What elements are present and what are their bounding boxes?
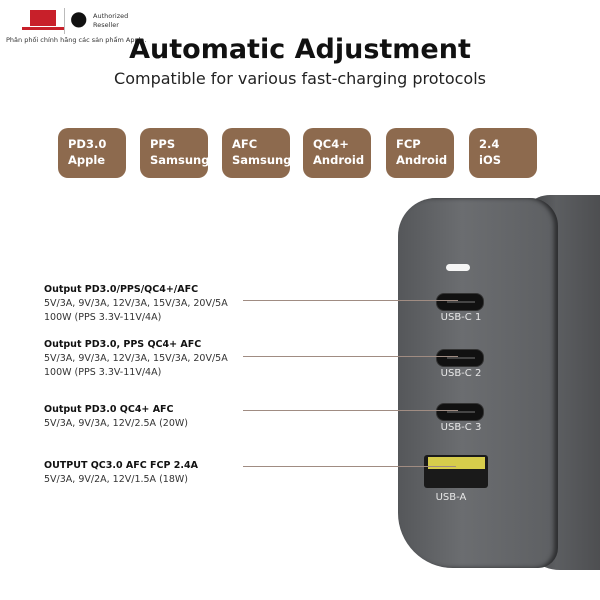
spec-title: Output PD3.0 QC4+ AFC [44, 404, 174, 415]
spec-usbc1: Output PD3.0/PPS/QC4+/AFC 5V/3A, 9V/3A, 1… [44, 283, 228, 325]
badge-fcp: FCP Android [386, 128, 454, 178]
usba-port-insert [428, 457, 485, 469]
spec-line: 5V/3A, 9V/3A, 12V/3A, 15V/3A, 20V/5A [44, 353, 228, 364]
usbc2-label: USB-C 2 [440, 368, 482, 379]
badge-line2: Android [396, 153, 448, 167]
authorized-text: Authorized [93, 12, 129, 20]
spec-usbc3: Output PD3.0 QC4+ AFC 5V/3A, 9V/3A, 12V/2… [44, 403, 188, 431]
badge-line1: PD3.0 [68, 137, 107, 151]
callout-line-usbc3 [243, 410, 458, 411]
charger-face [398, 198, 558, 568]
usba-label: USB-A [435, 492, 467, 503]
badge-line2: Samsung [150, 153, 210, 167]
tagline: Phân phối chính hãng các sản phẩm Apple. [6, 36, 147, 44]
usbc3-label: USB-C 3 [440, 422, 482, 433]
reseller-text: Reseller [93, 21, 119, 29]
spec-line: 5V/3A, 9V/3A, 12V/2.5A (20W) [44, 418, 188, 429]
callout-line-usbc1 [243, 300, 458, 301]
page-title: Automatic Adjustment [129, 34, 471, 65]
page-subtitle: Compatible for various fast-charging pro… [114, 69, 486, 88]
usbc2-port [436, 349, 484, 367]
usbc1-port [436, 293, 484, 311]
spec-title: OUTPUT QC3.0 AFC FCP 2.4A [44, 460, 198, 471]
badge-line2: Samsung [232, 153, 292, 167]
spec-line: 5V/3A, 9V/3A, 12V/3A, 15V/3A, 20V/5A [44, 298, 228, 309]
badge-line1: 2.4 [479, 137, 500, 151]
spec-title: Output PD3.0/PPS/QC4+/AFC [44, 284, 199, 295]
usbc3-port [436, 403, 484, 421]
badge-qc4: QC4+ Android [303, 128, 371, 178]
badge-pps: PPS Samsung [140, 128, 210, 178]
spec-usbc2: Output PD3.0, PPS QC4+ AFC 5V/3A, 9V/3A, … [44, 338, 228, 380]
badge-line1: QC4+ [313, 137, 349, 151]
store-logo-underline [22, 27, 64, 30]
store-logo [30, 10, 56, 26]
badge-line1: FCP [396, 137, 421, 151]
spec-line: 5V/3A, 9V/2A, 12V/1.5A (18W) [44, 474, 188, 485]
callout-line-usba [243, 466, 456, 467]
badge-line1: PPS [150, 137, 176, 151]
spec-line: 100W (PPS 3.3V-11V/4A) [44, 367, 162, 378]
badge-line2: Android [313, 153, 365, 167]
usbc1-label: USB-C 1 [440, 312, 482, 323]
spec-usba: OUTPUT QC3.0 AFC FCP 2.4A 5V/3A, 9V/2A, 1… [44, 459, 198, 487]
callout-line-usbc2 [243, 356, 458, 357]
led-indicator [446, 264, 470, 271]
badge-line2: iOS [479, 153, 502, 167]
badge-line2: Apple [68, 153, 106, 167]
apple-logo-icon: ● [70, 6, 88, 30]
divider [64, 8, 65, 34]
spec-title: Output PD3.0, PPS QC4+ AFC [44, 339, 202, 350]
spec-line: 100W (PPS 3.3V-11V/4A) [44, 312, 162, 323]
badge-24: 2.4 iOS [469, 128, 537, 178]
badge-afc: AFC Samsung [222, 128, 292, 178]
badge-line1: AFC [232, 137, 258, 151]
